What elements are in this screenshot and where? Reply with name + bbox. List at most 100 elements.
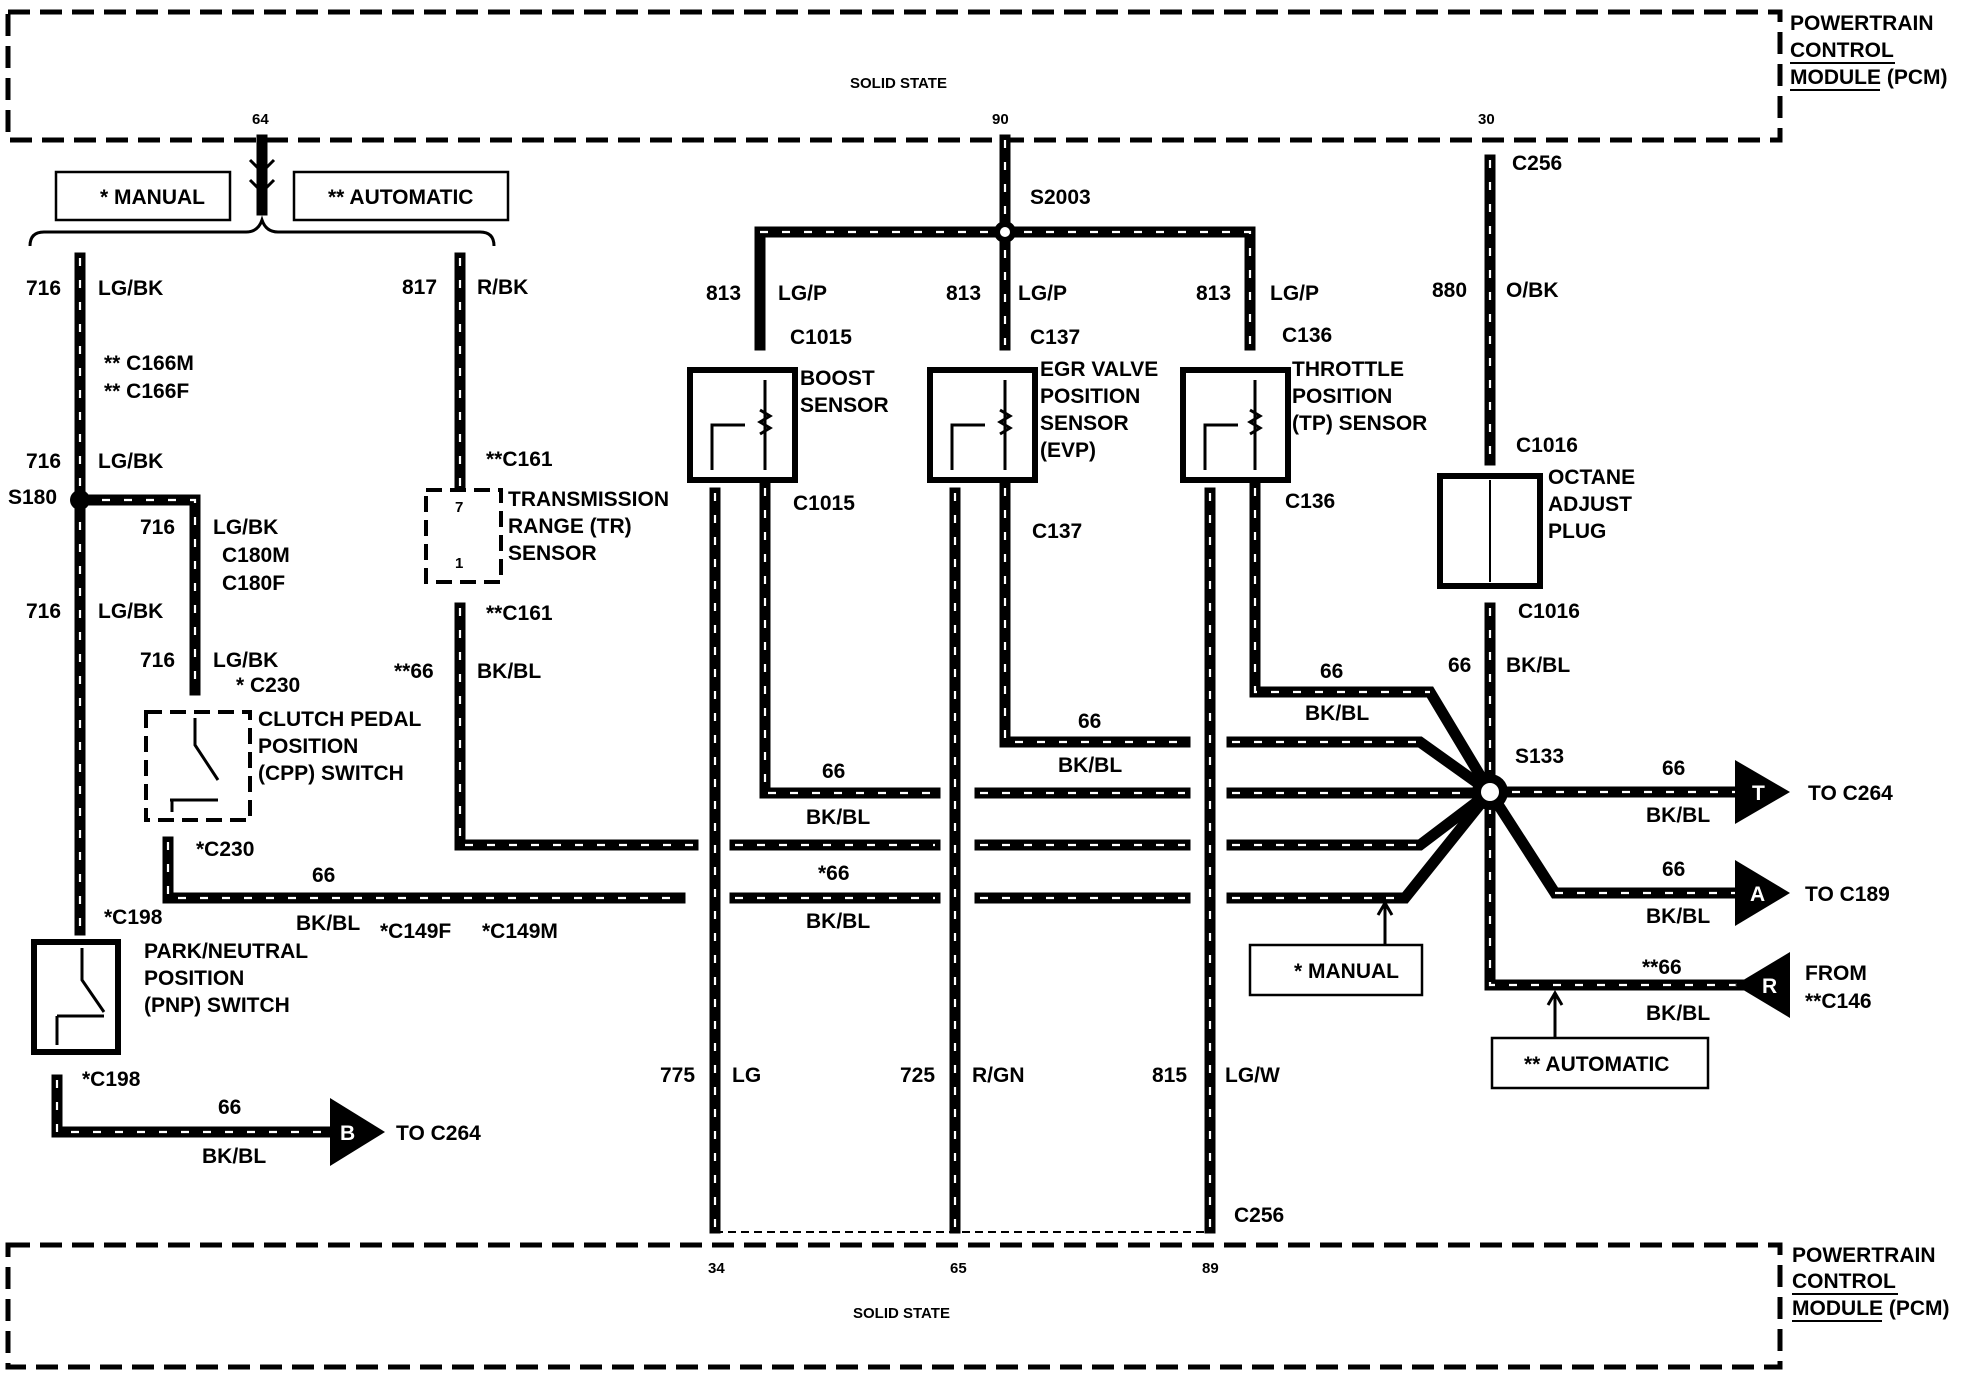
wire-66-egr-num: 66 xyxy=(1078,710,1101,733)
egr-label-1: EGR VALVE xyxy=(1040,358,1158,381)
tp-label-2: POSITION xyxy=(1292,385,1392,408)
conn-c161-bot: **C161 xyxy=(486,602,553,625)
wire-66-man-col: BK/BL xyxy=(806,910,870,933)
dest-t-arrow xyxy=(1735,760,1790,824)
conn-s133: S133 xyxy=(1515,745,1564,768)
tr-pin-7: 7 xyxy=(455,499,463,516)
wire-66-boost-col: BK/BL xyxy=(806,806,870,829)
pnp-label-3: (PNP) SWITCH xyxy=(144,994,290,1017)
wire-66-cpp-num: 66 xyxy=(312,864,335,887)
wire-66-pnp-col: BK/BL xyxy=(202,1145,266,1168)
conn-s2003: S2003 xyxy=(1030,186,1091,209)
conn-c198-bot: *C198 xyxy=(82,1068,141,1091)
conn-c166m: ** C166M xyxy=(104,352,194,375)
tp-label-3: (TP) SENSOR xyxy=(1292,412,1427,435)
dest-t-text: TO C264 xyxy=(1808,782,1893,805)
tr-label-2: RANGE (TR) xyxy=(508,515,632,538)
conn-c256-top: C256 xyxy=(1512,152,1562,175)
wire-880-col: O/BK xyxy=(1506,279,1559,302)
egr-label-4: (EVP) xyxy=(1040,439,1096,462)
cpp-label-3: (CPP) SWITCH xyxy=(258,762,404,785)
conn-c256-bot: C256 xyxy=(1234,1204,1284,1227)
wire-813-col-1: LG/P xyxy=(778,282,827,305)
wire-775-col: LG xyxy=(732,1064,761,1087)
brace xyxy=(28,215,496,247)
legend-automatic-top-text: ** AUTOMATIC xyxy=(328,186,473,209)
wire-66-a-num: 66 xyxy=(1662,858,1685,881)
tr-sensor-box xyxy=(424,488,503,584)
octane-label-1: OCTANE xyxy=(1548,466,1635,489)
wire-66-tp-col: BK/BL xyxy=(1305,702,1369,725)
conn-c230-top: * C230 xyxy=(236,674,300,697)
pnp-switch-box xyxy=(31,939,121,1055)
wire-716-col-2: LG/BK xyxy=(98,450,163,473)
conn-c149f: *C149F xyxy=(380,920,451,943)
conn-s180: S180 xyxy=(8,486,57,509)
dest-b-arrow xyxy=(330,1098,385,1166)
dest-a-letter: A xyxy=(1750,883,1765,906)
pcm-pin-65: 65 xyxy=(950,1260,967,1277)
wire-66-boost-num: 66 xyxy=(822,760,845,783)
wire-813-col-2: LG/P xyxy=(1018,282,1067,305)
wire-716-num-2: 716 xyxy=(26,450,61,473)
legend-manual-right xyxy=(1248,943,1424,997)
legend-manual-top-text: * MANUAL xyxy=(100,186,205,209)
wire-66-r-col: BK/BL xyxy=(1646,1002,1710,1025)
conn-c137-bot: C137 xyxy=(1032,520,1082,543)
connector-labels: C256 S2003 ** C166M ** C166F S180 C180M … xyxy=(8,152,1580,1227)
conn-c1015-top: C1015 xyxy=(790,326,852,349)
wire-716-num-1: 716 xyxy=(26,277,61,300)
wire-66-man-num: *66 xyxy=(818,862,850,885)
wire-716-col-4: LG/BK xyxy=(98,600,163,623)
pnp-label-2: POSITION xyxy=(144,967,244,990)
pcm-pin-34: 34 xyxy=(708,1260,725,1277)
legend-automatic-top xyxy=(292,170,510,222)
boost-label-1: BOOST xyxy=(800,367,875,390)
tr-label-3: SENSOR xyxy=(508,542,597,565)
tr-label-1: TRANSMISSION xyxy=(508,488,669,511)
conn-c161-top: **C161 xyxy=(486,448,553,471)
wire-815-num: 815 xyxy=(1152,1064,1187,1087)
pcm-pin-64: 64 xyxy=(252,111,269,128)
conn-c230-bot: *C230 xyxy=(196,838,254,861)
wire-775-num: 775 xyxy=(660,1064,695,1087)
wire-66-oct-num: 66 xyxy=(1448,654,1471,677)
dest-r-arrow xyxy=(1735,952,1790,1018)
boost-label-2: SENSOR xyxy=(800,394,889,417)
octane-label-3: PLUG xyxy=(1548,520,1606,543)
wire-66-a-col: BK/BL xyxy=(1646,905,1710,928)
pcm-top-title-1: POWERTRAIN xyxy=(1790,12,1934,35)
pcm-pin-30: 30 xyxy=(1478,111,1495,128)
cpp-label-1: CLUTCH PEDAL xyxy=(258,708,421,731)
dest-b-letter: B xyxy=(340,1122,355,1145)
conn-c198-top: *C198 xyxy=(104,906,163,929)
wire-716-num-3: 716 xyxy=(140,516,175,539)
wire-66-oct-col: BK/BL xyxy=(1506,654,1570,677)
pcm-top-box xyxy=(5,9,1783,143)
wire-hatching xyxy=(55,140,1760,1228)
conn-c137-top: C137 xyxy=(1030,326,1080,349)
wire-813-num-3: 813 xyxy=(1196,282,1231,305)
wire-66-pnp-num: 66 xyxy=(218,1096,241,1119)
conn-c136-top: C136 xyxy=(1282,324,1332,347)
legend-manual-top xyxy=(54,170,232,222)
wire-66-tr-num: **66 xyxy=(394,660,434,683)
wire-labels: 716 LG/BK 716 LG/BK 716 LG/BK 716 LG/BK … xyxy=(26,276,1710,1168)
wire-716-col-3: LG/BK xyxy=(213,516,278,539)
legend-manual-right-text: * MANUAL xyxy=(1294,960,1399,983)
pcm-bottom-box xyxy=(5,1242,1783,1370)
wire-880-num: 880 xyxy=(1432,279,1467,302)
splice-s180 xyxy=(70,490,90,510)
pcm-bottom-title-1: POWERTRAIN xyxy=(1792,1244,1936,1267)
conn-c136-bot: C136 xyxy=(1285,490,1335,513)
pnp-label-1: PARK/NEUTRAL xyxy=(144,940,308,963)
legend-automatic-right xyxy=(1490,1036,1710,1090)
wire-716-num-4: 716 xyxy=(26,600,61,623)
egr-label-2: POSITION xyxy=(1040,385,1140,408)
wire-813-num-2: 813 xyxy=(946,282,981,305)
wire-66-tr-col: BK/BL xyxy=(477,660,541,683)
dest-t-letter: T xyxy=(1752,782,1765,805)
wire-66-t-num: 66 xyxy=(1662,757,1685,780)
cpp-switch-box xyxy=(144,710,252,822)
wire-817-col: R/BK xyxy=(477,276,528,299)
